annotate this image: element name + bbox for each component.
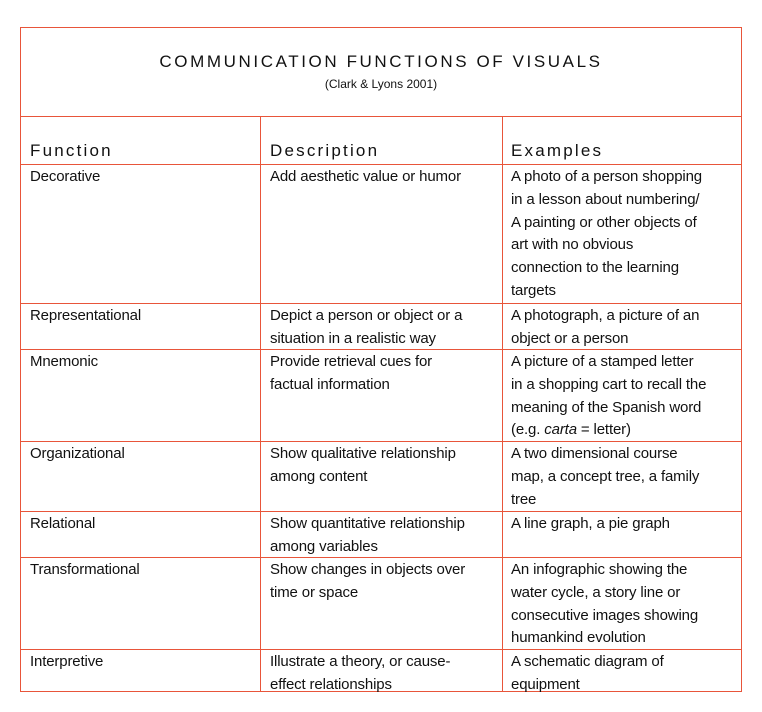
cell-function: Relational bbox=[30, 513, 95, 536]
cell-description: Provide retrieval cues for factual inform… bbox=[270, 351, 432, 397]
cell-examples: A line graph, a pie graph bbox=[511, 513, 670, 536]
cell-function: Representational bbox=[30, 305, 141, 328]
cell-line: Provide retrieval cues for bbox=[270, 353, 433, 370]
cell-description: Show qualitative relationship among conte… bbox=[270, 443, 456, 489]
header-examples: Examples bbox=[511, 141, 604, 160]
cell-line: targets bbox=[511, 281, 556, 299]
row-divider bbox=[21, 511, 741, 512]
cell-line: A two dimensional course bbox=[511, 445, 678, 462]
cell-line: Show changes in objects over bbox=[270, 561, 466, 578]
table-title: COMMUNICATION FUNCTIONS OF VISUALS bbox=[159, 52, 603, 71]
cell-line: Interpretive bbox=[30, 653, 104, 670]
row-divider bbox=[21, 557, 741, 558]
cell-line: A schematic diagram of bbox=[511, 653, 664, 670]
cell-description: Illustrate a theory, or cause-effect rel… bbox=[270, 651, 450, 697]
cell-line: equipment bbox=[511, 675, 580, 693]
header-function: Function bbox=[30, 141, 113, 160]
cell-line: Add aesthetic value or humor bbox=[270, 168, 461, 185]
cell-line: water cycle, a story line or bbox=[511, 583, 681, 601]
cell-description: Depict a person or object or a situation … bbox=[270, 305, 462, 351]
cell-line: humankind evolution bbox=[511, 629, 646, 647]
row-divider bbox=[21, 303, 741, 304]
cell-line: tree bbox=[511, 490, 537, 508]
cell-examples: A photo of a person shopping in a lesson … bbox=[511, 166, 702, 303]
cell-line: A photo of a person shopping bbox=[511, 168, 702, 185]
cell-line: factual information bbox=[270, 375, 390, 393]
cell-line: in a lesson about numbering/ bbox=[511, 190, 700, 208]
communication-functions-table: COMMUNICATION FUNCTIONS OF VISUALS (Clar… bbox=[20, 27, 742, 693]
cell-line: connection to the learning bbox=[511, 259, 679, 277]
cell-line: meaning of the Spanish word bbox=[511, 398, 702, 416]
cell-description: Show changes in objects over time or spac… bbox=[270, 559, 465, 605]
cell-function: Decorative bbox=[30, 166, 100, 189]
cell-examples: A picture of a stamped letter in a shoppi… bbox=[511, 351, 706, 442]
cell-examples: A schematic diagram of equipment bbox=[511, 651, 664, 697]
cell-line: effect relationships bbox=[270, 675, 392, 693]
cell-line: A line graph, a pie graph bbox=[511, 515, 670, 532]
column-divider bbox=[502, 116, 503, 691]
cell-line: in a shopping cart to recall the bbox=[511, 375, 707, 393]
cell-line: Organizational bbox=[30, 445, 125, 462]
column-divider bbox=[260, 116, 261, 691]
cell-examples: An infographic showing the water cycle, a… bbox=[511, 559, 698, 650]
cell-line: situation in a realistic way bbox=[270, 329, 436, 347]
text-after: = letter) bbox=[576, 421, 631, 439]
cell-line: A picture of a stamped letter bbox=[511, 353, 694, 370]
cell-line: Mnemonic bbox=[30, 353, 98, 370]
cell-line: Show qualitative relationship bbox=[270, 445, 456, 462]
cell-line: An infographic showing the bbox=[511, 561, 688, 578]
cell-line: consecutive images showing bbox=[511, 606, 699, 624]
row-divider bbox=[21, 349, 741, 350]
cell-line: Show quantitative relationship bbox=[270, 515, 465, 532]
divider bbox=[21, 116, 741, 117]
cell-line: Illustrate a theory, or cause- bbox=[270, 653, 451, 670]
cell-line: art with no obvious bbox=[511, 236, 634, 254]
cell-line: among variables bbox=[270, 537, 378, 555]
cell-line: map, a concept tree, a family bbox=[511, 467, 700, 485]
cell-line: Representational bbox=[30, 307, 142, 324]
cell-description: Add aesthetic value or humor bbox=[270, 166, 461, 189]
cell-line: Relational bbox=[30, 515, 96, 532]
cell-function: Mnemonic bbox=[30, 351, 98, 374]
cell-line: among content bbox=[270, 467, 368, 485]
row-divider bbox=[21, 164, 741, 165]
cell-line: (e.g. carta = letter) bbox=[511, 419, 706, 442]
text-before: (e.g. bbox=[511, 421, 545, 439]
cell-examples: A two dimensional course map, a concept t… bbox=[511, 443, 699, 511]
row-divider bbox=[21, 441, 741, 442]
text-italic: carta bbox=[544, 421, 577, 439]
cell-description: Show quantitative relationship among vari… bbox=[270, 513, 465, 559]
cell-line: Depict a person or object or a bbox=[270, 307, 463, 324]
row-divider bbox=[21, 649, 741, 650]
table-subtitle: (Clark & Lyons 2001) bbox=[324, 77, 438, 91]
cell-line: time or space bbox=[270, 583, 359, 601]
cell-line: object or a person bbox=[511, 329, 629, 347]
cell-line: A photograph, a picture of an bbox=[511, 307, 700, 324]
cell-function: Transformational bbox=[30, 559, 140, 582]
cell-function: Organizational bbox=[30, 443, 125, 466]
cell-examples: A photograph, a picture of an object or a… bbox=[511, 305, 699, 351]
cell-line: Decorative bbox=[30, 168, 101, 185]
cell-function: Interpretive bbox=[30, 651, 103, 674]
cell-line: Transformational bbox=[30, 561, 140, 578]
cell-line: A painting or other objects of bbox=[511, 213, 697, 231]
header-description: Description bbox=[270, 141, 380, 160]
